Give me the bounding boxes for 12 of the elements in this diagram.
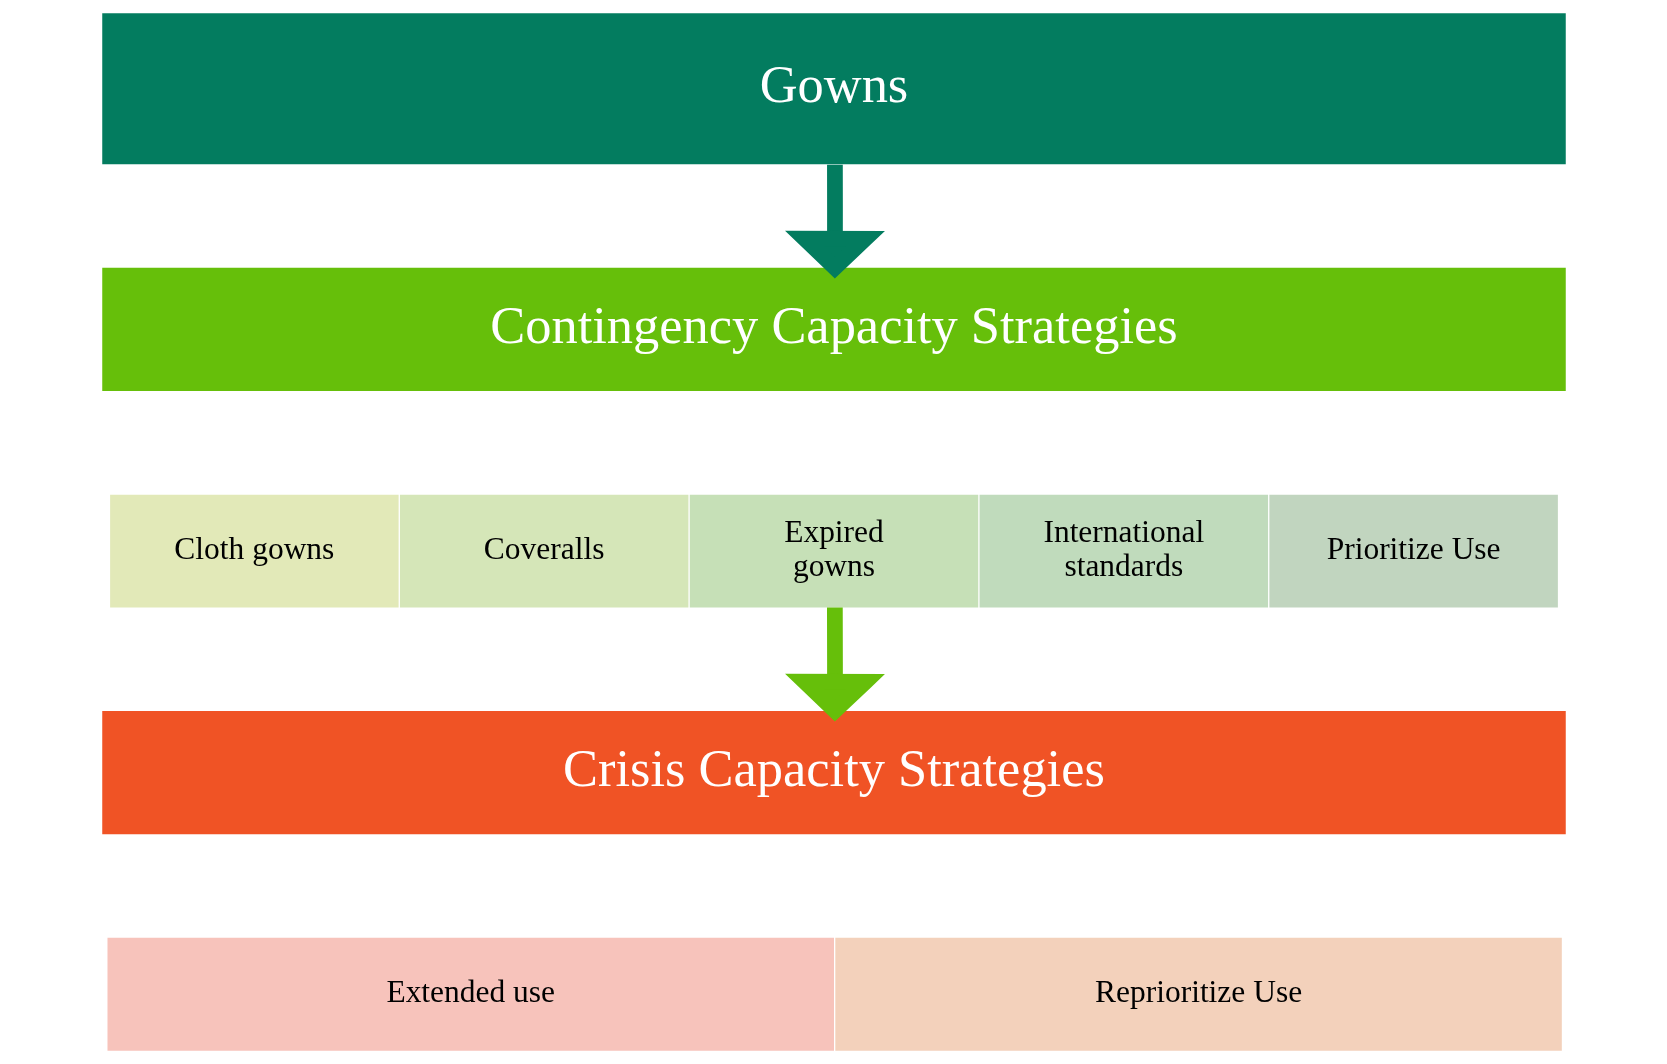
node-box: Reprioritize Use (834, 937, 1562, 1051)
node-box: Expired gowns (689, 494, 978, 608)
node-box: Gowns (101, 13, 1566, 165)
node-box: Crisis Capacity Strategies (101, 711, 1566, 835)
node-box: Prioritize Use (1268, 494, 1558, 608)
node-box: Cloth gowns (109, 494, 399, 608)
node-box: Extended use (107, 937, 834, 1051)
node-box: International standards (979, 494, 1268, 608)
node-box: Contingency Capacity Strategies (101, 267, 1566, 392)
node-box: Coveralls (399, 494, 688, 608)
arrow (784, 607, 885, 722)
arrow (784, 164, 885, 279)
